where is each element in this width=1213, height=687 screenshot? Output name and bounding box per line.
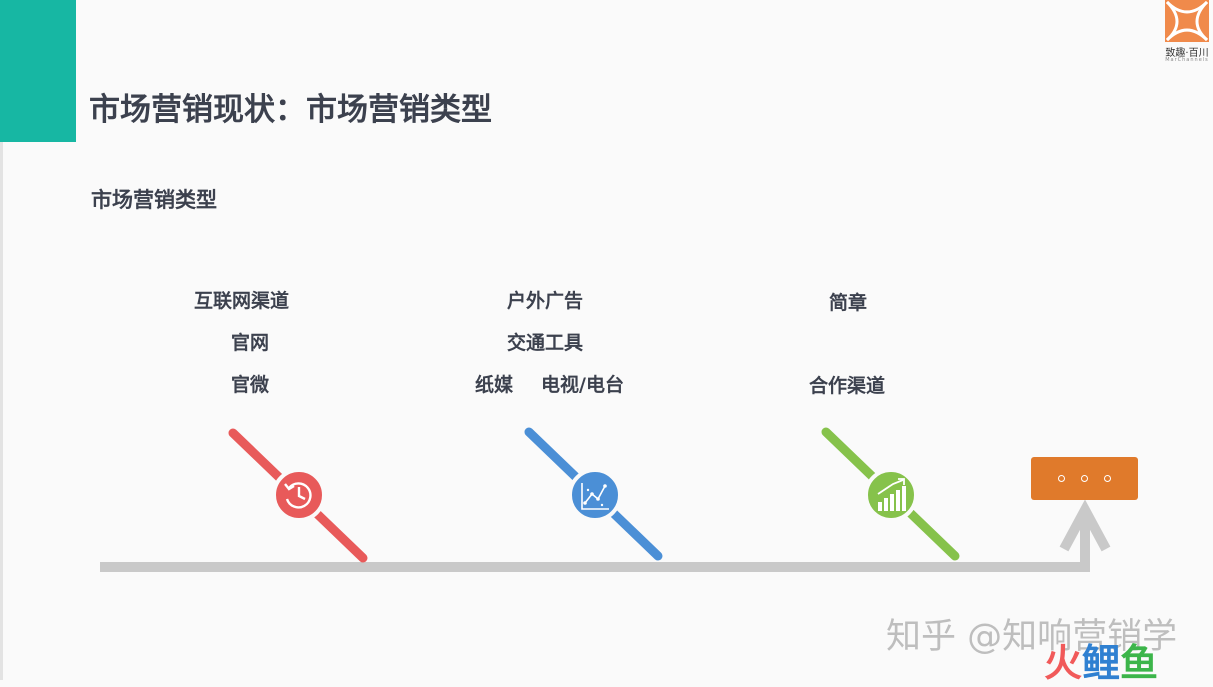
ellipsis-icon bbox=[1031, 457, 1138, 500]
watermark-brand: 火鲤鱼 bbox=[1044, 632, 1158, 687]
label-tv-radio: 电视/电台 bbox=[541, 374, 624, 396]
label-brochure: 简章 bbox=[829, 292, 868, 314]
page-title: 市场营销现状：市场营销类型 bbox=[89, 92, 492, 128]
dot bbox=[1058, 475, 1065, 482]
left-divider bbox=[0, 142, 3, 680]
arrow-up-icon bbox=[1059, 499, 1111, 552]
history-icon-glyph bbox=[284, 482, 312, 509]
accent-block bbox=[0, 0, 76, 142]
scatter-chart-icon-glyph bbox=[581, 483, 609, 510]
bar-chart-growth-icon-glyph bbox=[878, 486, 906, 511]
label-internet-channel: 互联网渠道 bbox=[194, 290, 290, 312]
label-outdoor-ads: 户外广告 bbox=[507, 290, 584, 312]
label-transport: 交通工具 bbox=[507, 332, 584, 354]
dot bbox=[1081, 475, 1088, 482]
label-official-site: 官网 bbox=[231, 332, 270, 354]
label-official-weibo: 官微 bbox=[231, 374, 270, 396]
label-print-media: 纸媒 bbox=[475, 374, 514, 396]
scatter-chart-icon bbox=[568, 468, 622, 522]
logo-subtext: MarChannels bbox=[1165, 57, 1209, 63]
logo-mark-icon bbox=[1165, 0, 1209, 42]
watermark-brand-char: 火 bbox=[1044, 641, 1083, 685]
watermark-brand-char: 鱼 bbox=[1120, 641, 1159, 685]
logo-text: 致趣·百川 bbox=[1165, 48, 1209, 59]
watermark-brand-char: 鲤 bbox=[1082, 641, 1121, 685]
dot bbox=[1104, 475, 1111, 482]
watermark-text: 知乎 @知响营销学 bbox=[886, 617, 1178, 657]
section-subtitle: 市场营销类型 bbox=[91, 188, 217, 212]
label-partner-channel: 合作渠道 bbox=[809, 375, 886, 397]
brand-logo: 致趣·百川 MarChannels bbox=[1161, 0, 1213, 64]
